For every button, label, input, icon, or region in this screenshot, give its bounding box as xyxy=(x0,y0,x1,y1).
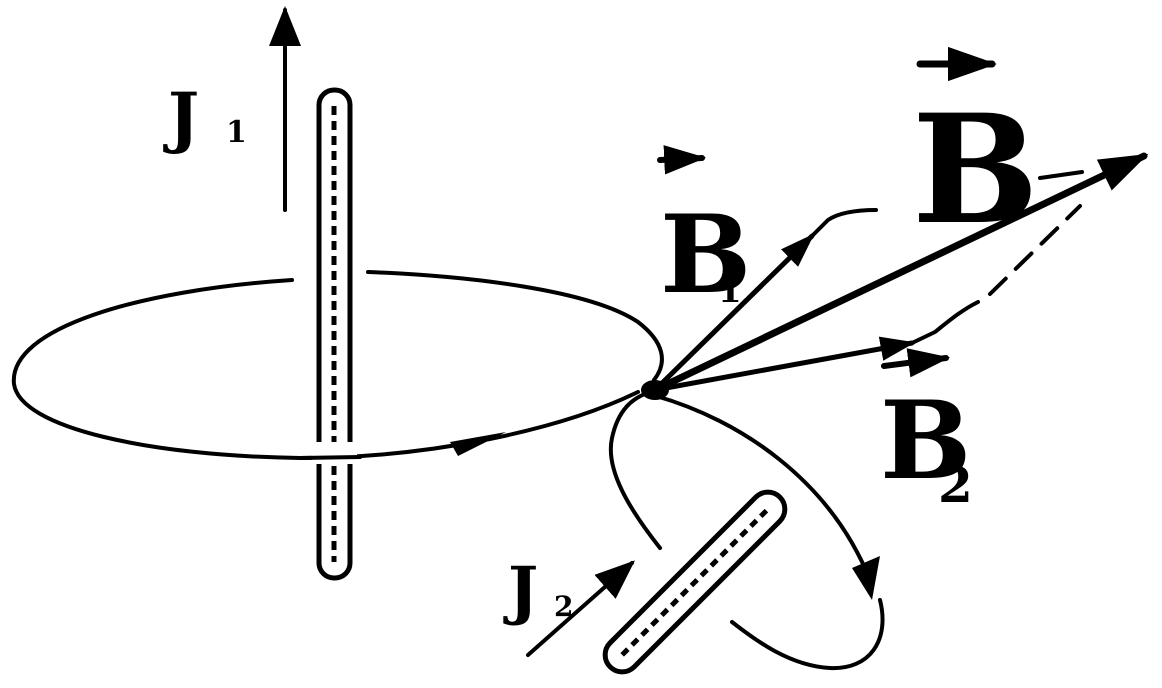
label-current-2-letter: J xyxy=(503,553,538,628)
label-field-1-letter: B xyxy=(660,192,751,318)
vector-b xyxy=(651,152,1149,394)
parallelogram-construction-lines xyxy=(988,170,1084,296)
loop-2-arrowhead xyxy=(852,556,880,600)
conductor-2 xyxy=(602,489,788,675)
label-field-total-letter: B xyxy=(912,82,1039,258)
label-current-2-subscript: 2 xyxy=(554,590,573,623)
vector-b1 xyxy=(652,208,878,393)
label-field-1-subscript: 1 xyxy=(718,271,742,311)
current-2-arrow xyxy=(526,560,635,657)
label-field-2: B 2 xyxy=(880,348,973,514)
field-loop-2 xyxy=(608,390,885,671)
label-field-1: B 1 xyxy=(657,145,751,318)
vector-b2 xyxy=(652,300,980,393)
field-loop-1 xyxy=(11,270,664,460)
label-field-total: B xyxy=(912,46,1039,258)
label-current-1: J 1 xyxy=(163,78,247,156)
label-current-1-subscript: 1 xyxy=(226,115,247,150)
label-field-2-subscript: 2 xyxy=(938,455,973,514)
label-current-1-letter: J xyxy=(163,78,199,156)
label-field-2-letter: B xyxy=(880,378,971,504)
loop-1-arrowhead xyxy=(450,432,506,456)
conductor-1 xyxy=(298,87,362,581)
label-current-2: J 2 xyxy=(503,553,573,628)
